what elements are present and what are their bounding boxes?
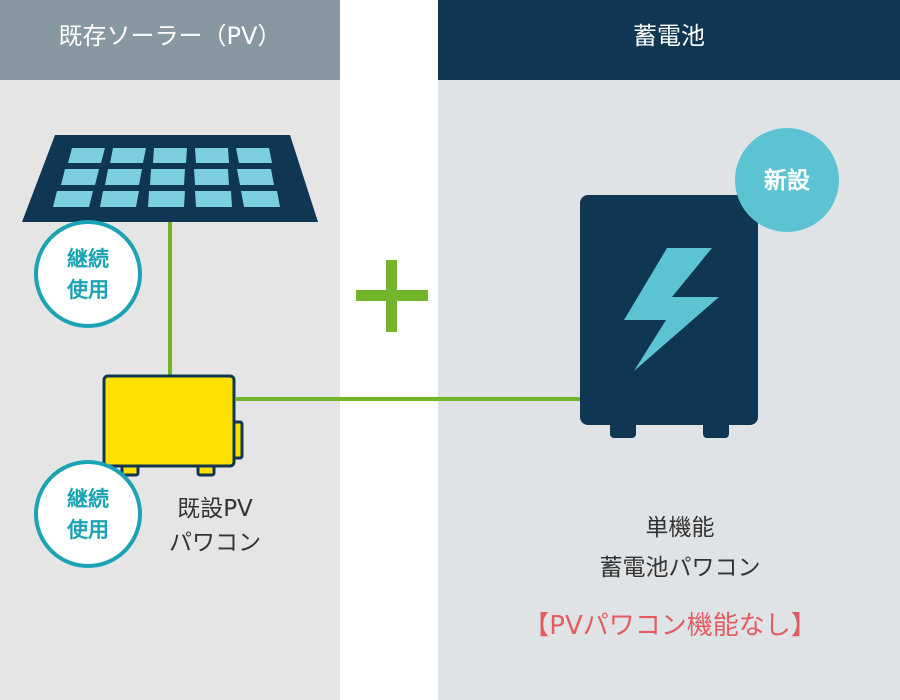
new-install-text: 新設 [764,167,811,194]
battery-icon [580,195,758,438]
battery-header [438,0,900,80]
battery-title: 蓄電池 [633,22,705,50]
badge-line-2: 使用 [66,518,109,542]
continue-use-badge-pv: 継続 使用 [34,220,142,328]
existing-solar-title: 既存ソーラー（PV） [58,22,282,50]
new-install-badge: 新設 [735,128,839,232]
no-pv-function-note: 【PVパワコン機能なし】 [523,611,817,641]
continue-use-badge-pcs: 継続 使用 [34,460,142,568]
existing-pv-pcs-label: 既設PV パワコン [150,492,280,560]
solar-panel-icon [22,135,318,222]
label-line-2: パワコン [169,530,261,556]
badge-line-1: 継続 [67,487,109,511]
badge-line-2: 使用 [66,278,109,302]
battery-pcs-label: 単機能 蓄電池パワコン [560,508,800,588]
label-line-2: 蓄電池パワコン [599,555,761,581]
power-conditioner-icon [102,374,244,477]
lightning-icon [624,248,719,371]
label-line-1: 単機能 [645,515,715,541]
plus-icon [356,260,428,332]
badge-line-1: 継続 [67,247,109,271]
existing-solar-header [0,0,340,80]
label-line-1: 既設PV [177,496,253,522]
